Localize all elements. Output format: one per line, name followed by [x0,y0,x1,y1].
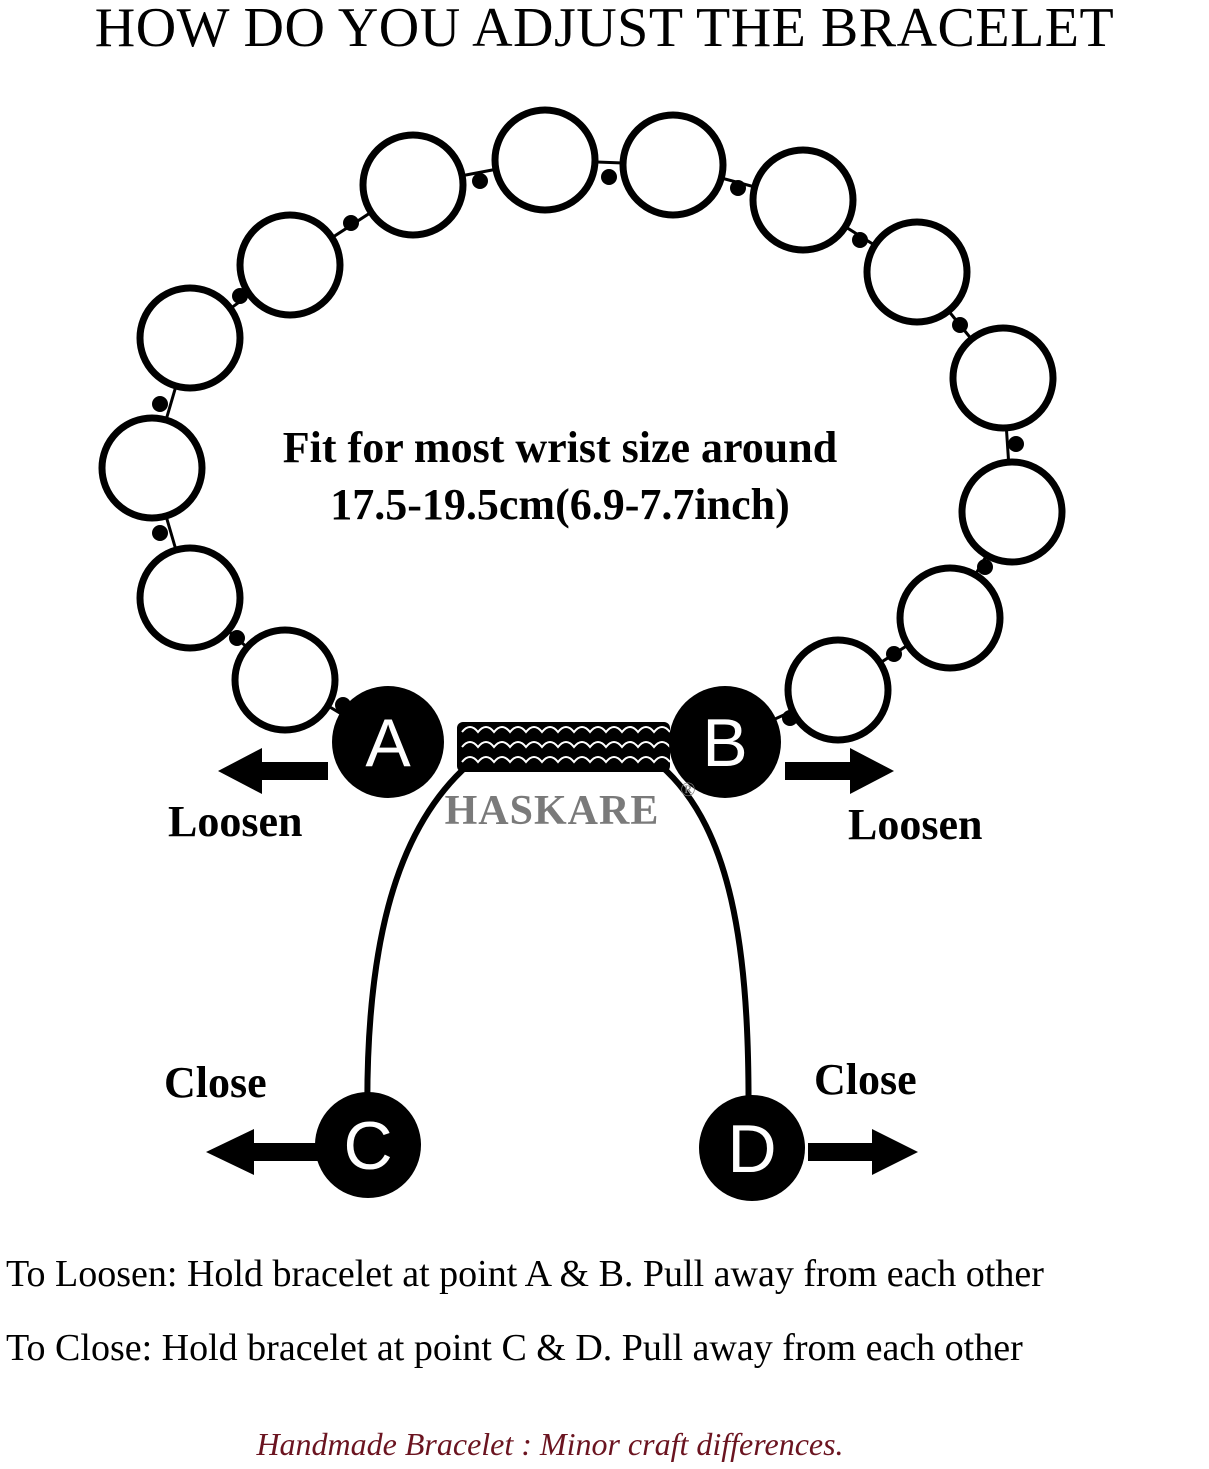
point-a-letter: A [365,705,411,781]
bead [749,146,857,254]
point-b: B [669,686,781,798]
point-c-letter: C [343,1108,392,1184]
instruction-loosen: To Loosen: Hold bracelet at point A & B.… [6,1253,1044,1295]
bead [98,414,206,522]
bead [619,111,727,219]
bead [491,106,599,214]
bead [958,458,1066,566]
bead [231,626,339,734]
braided-knot [457,722,671,772]
point-c: C [315,1092,421,1198]
handmade-note: Handmade Bracelet : Minor craft differen… [256,1426,844,1462]
loosen-label-left: Loosen [168,797,303,846]
bead [236,211,344,319]
instruction-close: To Close: Hold bracelet at point C & D. … [6,1327,1023,1369]
bead [896,564,1004,672]
bead [359,131,467,239]
close-label-right: Close [814,1055,917,1104]
registered-mark: ® [680,779,695,801]
point-a: A [332,686,444,798]
fit-text-line1: Fit for most wrist size around [282,423,838,472]
bead [863,218,971,326]
spacer-beads [152,169,1024,726]
spacer-bead [977,559,993,575]
point-d: D [699,1095,805,1201]
point-b-letter: B [702,705,747,781]
spacer-bead [152,525,168,541]
bead [136,284,244,392]
spacer-bead [1008,436,1024,452]
spacer-bead [601,169,617,185]
loosen-arrow-right [785,748,894,794]
fit-text-line2: 17.5-19.5cm(6.9-7.7inch) [330,480,790,529]
close-arrow-right [808,1129,918,1175]
loosen-arrow-left [218,748,328,794]
spacer-bead [852,232,868,248]
spacer-bead [730,180,746,196]
page-title: HOW DO YOU ADJUST THE BRACELET [94,0,1115,59]
bead [784,636,892,744]
main-beads [98,106,1066,744]
spacer-bead [152,396,168,412]
bead [136,544,244,652]
close-label-left: Close [164,1058,267,1107]
point-d-letter: D [727,1111,776,1187]
cord-left [364,762,470,1146]
spacer-bead [343,215,359,231]
cord-right [658,762,752,1151]
spacer-bead [472,173,488,189]
brand-watermark: HASKARE [445,788,660,834]
spacer-bead [952,317,968,333]
close-arrow-left [206,1129,320,1175]
spacer-bead [886,646,902,662]
loosen-label-right: Loosen [848,800,983,849]
spacer-bead [229,630,245,646]
bead [949,324,1057,432]
